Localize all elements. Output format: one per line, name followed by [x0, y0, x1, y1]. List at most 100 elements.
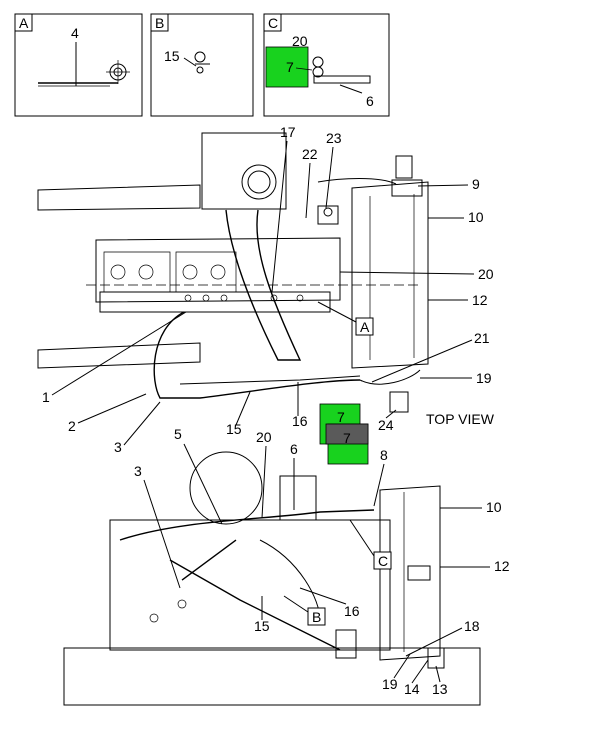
- leader-22: [305, 162, 311, 219]
- engine-block: [95, 237, 341, 303]
- inset-b-tag: [150, 13, 169, 32]
- exhaust-manifold: [99, 291, 331, 313]
- callout-21: 21: [474, 330, 490, 346]
- leader-3-lower: [143, 479, 181, 589]
- leader-3-top: [123, 401, 161, 446]
- leader-19-lower: [393, 653, 411, 679]
- inset-c-bracket: [313, 75, 371, 84]
- lower-bolt-2: [177, 599, 187, 609]
- injector-3: [182, 264, 198, 280]
- radiator: [351, 181, 429, 369]
- marker-b-arrow: [283, 595, 309, 613]
- callout-15-top: 15: [226, 421, 242, 437]
- bracket-9: [391, 179, 423, 197]
- fitting-13: [427, 647, 445, 669]
- frame-rail-upper: [37, 184, 201, 211]
- turbo-housing: [189, 451, 263, 525]
- leader-1: [51, 311, 187, 396]
- tube-2: [153, 311, 361, 399]
- inset-c-tag: [263, 13, 282, 32]
- callout-3-lower: 3: [134, 463, 142, 479]
- tube-5: [119, 509, 375, 541]
- tube-16-lower: [169, 559, 341, 651]
- tube-20: [317, 178, 397, 185]
- leader-16-lower: [299, 587, 347, 605]
- callout-7-upper: 7: [337, 409, 345, 425]
- callout-19-top: 19: [476, 370, 492, 386]
- leader-13: [435, 665, 441, 683]
- injector-1: [110, 264, 126, 280]
- injector-2: [138, 264, 154, 280]
- bolt-1: [184, 294, 192, 302]
- callout-7-inset: 7: [286, 59, 294, 75]
- leader-2: [77, 393, 147, 424]
- bolt-5: [296, 294, 304, 302]
- bracket-18: [407, 565, 431, 581]
- valve-22: [317, 205, 339, 225]
- surge-tank-cap: [395, 155, 413, 179]
- callout-15-lower: 15: [254, 618, 270, 634]
- callout-3-top: 3: [114, 439, 122, 455]
- bolt-4: [270, 294, 278, 302]
- callout-16-top: 16: [292, 413, 308, 429]
- air-cleaner-outlet: [241, 164, 277, 200]
- intake-pipe: [225, 209, 302, 361]
- callout-10-lower: 10: [486, 499, 502, 515]
- bolt-2: [202, 294, 210, 302]
- callout-15-inset: 15: [164, 48, 180, 64]
- leader-9: [417, 184, 469, 187]
- bracket-lower: [335, 629, 357, 659]
- leader-5: [183, 443, 223, 525]
- highlight-group: 7 7: [319, 403, 369, 465]
- marker-b-letter: B: [312, 609, 321, 625]
- lower-bolt-1: [149, 613, 159, 623]
- inset-c-green-highlight: [265, 46, 309, 88]
- inset-b-clip-top: [194, 51, 206, 63]
- callout-9: 9: [472, 176, 480, 192]
- callout-10: 10: [468, 209, 484, 225]
- tube-21: [359, 369, 421, 385]
- callout-6: 6: [366, 93, 374, 109]
- marker-a-arrow: [317, 301, 357, 323]
- leader-24: [385, 409, 397, 419]
- callout-13: 13: [432, 681, 448, 697]
- inset-b-letter: B: [155, 15, 164, 31]
- leader-23: [325, 146, 334, 209]
- top-view: 17 23 22 9 10 20 12 1 2 3 15 16 21 19 24…: [37, 124, 495, 455]
- leader-8: [373, 463, 385, 507]
- bolt-3: [220, 294, 228, 302]
- callout-23: 23: [326, 130, 342, 146]
- inset-c: C 20 7 6: [263, 13, 390, 117]
- callout-17: 17: [280, 124, 296, 140]
- marker-a-box: [355, 317, 374, 336]
- radiator-side: [379, 485, 441, 661]
- inset-b-clip-bottom: [196, 66, 204, 74]
- callout-7-lower: 7: [343, 430, 351, 446]
- fitting-23: [323, 207, 333, 217]
- tube-3-lower: [181, 539, 237, 581]
- marker-b-box: [307, 607, 326, 626]
- callout-20-top: 20: [478, 266, 494, 282]
- marker-c-box: [373, 551, 392, 570]
- callout-20-inset: 20: [292, 33, 308, 49]
- gray-highlight: [325, 423, 369, 445]
- leader-18: [405, 627, 463, 657]
- callout-2: 2: [68, 418, 76, 434]
- leader-21: [371, 339, 473, 383]
- inset-a-letter: A: [19, 15, 29, 31]
- leader-15-top: [235, 391, 251, 426]
- inset-a: A 4: [14, 13, 143, 117]
- fitting-24: [389, 391, 409, 413]
- leader-17: [271, 140, 288, 293]
- callout-4: 4: [71, 25, 79, 41]
- leader-20-lower: [261, 445, 267, 519]
- leader-15-inset: [183, 57, 197, 67]
- air-cleaner-outlet-inner: [247, 170, 271, 194]
- callout-24: 24: [378, 417, 394, 433]
- callout-12-top: 12: [472, 292, 488, 308]
- callout-16-lower: 16: [344, 603, 360, 619]
- callout-18: 18: [464, 618, 480, 634]
- callout-5: 5: [174, 426, 182, 442]
- inset-b: B 15: [150, 13, 254, 117]
- callout-12-lower: 12: [494, 558, 510, 574]
